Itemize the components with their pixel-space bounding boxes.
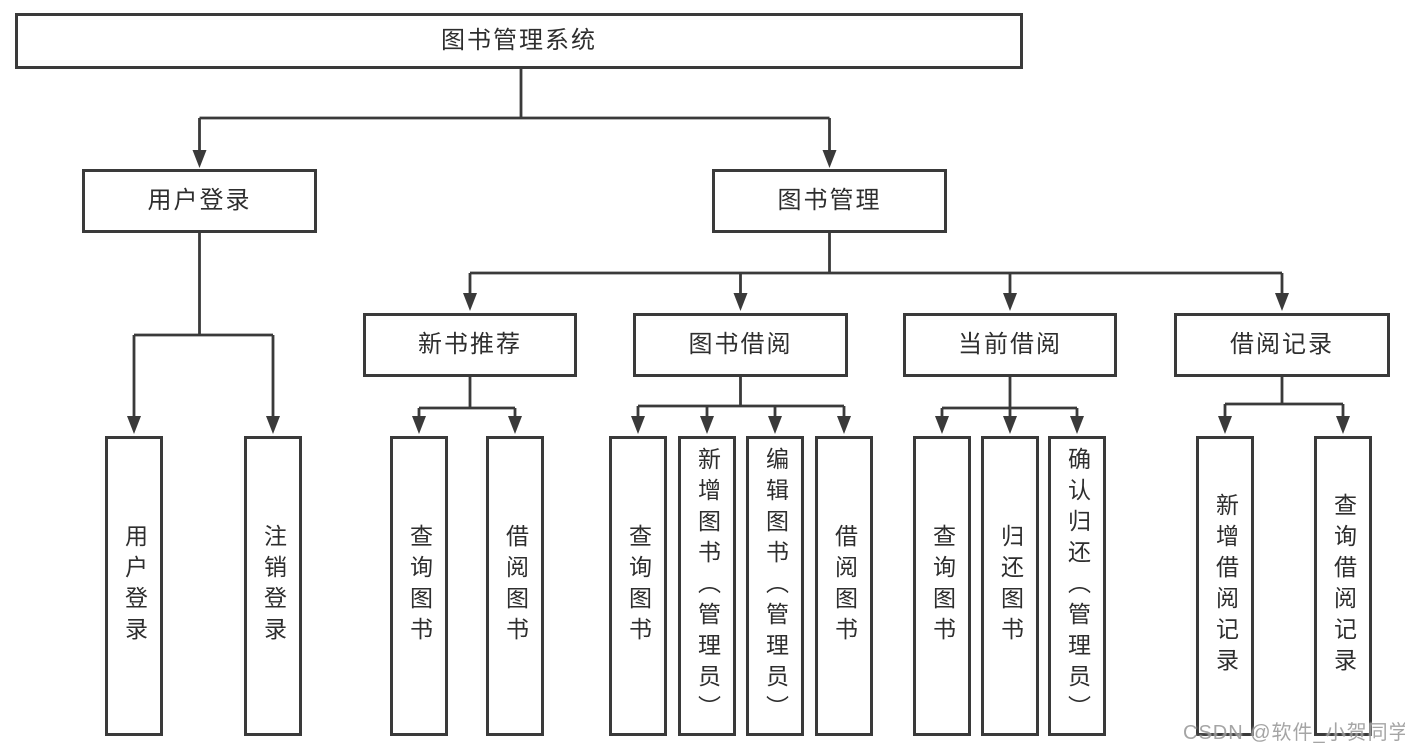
leaf-label: 新增借阅记录 xyxy=(1212,493,1239,679)
leaf-label: 查询图书 xyxy=(625,524,652,648)
arrowheads xyxy=(127,150,1350,434)
node-book-management: 图书管理 xyxy=(712,169,947,233)
leaf-label: 确认归还（管理员） xyxy=(1064,446,1091,726)
node-borrow-records: 借阅记录 xyxy=(1174,313,1390,377)
leaf-query-books-recommend: 查询图书 xyxy=(390,436,448,736)
leaf-add-borrow-record: 新增借阅记录 xyxy=(1196,436,1254,736)
node-label: 图书管理 xyxy=(777,187,882,214)
leaf-logout: 注销登录 xyxy=(244,436,302,736)
leaf-label: 注销登录 xyxy=(260,524,287,648)
node-label: 新书推荐 xyxy=(418,331,522,358)
node-label: 当前借阅 xyxy=(958,331,1062,358)
leaf-query-books-current: 查询图书 xyxy=(913,436,971,736)
leaf-query-borrow-record: 查询借阅记录 xyxy=(1314,436,1372,736)
node-current-borrowing: 当前借阅 xyxy=(903,313,1117,377)
leaf-label: 查询借阅记录 xyxy=(1330,493,1357,679)
leaf-label: 查询图书 xyxy=(929,524,956,648)
leaf-label: 借阅图书 xyxy=(502,524,529,648)
node-root-system: 图书管理系统 xyxy=(15,13,1023,69)
leaf-label: 归还图书 xyxy=(997,524,1024,648)
leaf-label: 借阅图书 xyxy=(831,524,858,648)
leaf-return-book: 归还图书 xyxy=(981,436,1039,736)
node-new-book-recommend: 新书推荐 xyxy=(363,313,577,377)
leaf-label: 查询图书 xyxy=(406,524,433,648)
node-label: 图书借阅 xyxy=(688,331,793,358)
node-label: 图书管理系统 xyxy=(441,27,597,54)
leaf-label: 用户登录 xyxy=(121,524,148,648)
leaf-borrow-books-recommend: 借阅图书 xyxy=(486,436,544,736)
csdn-watermark: CSDN @软件_小贺同学 xyxy=(1183,722,1405,744)
connector-edges xyxy=(132,69,1345,418)
node-user-login: 用户登录 xyxy=(82,169,317,233)
leaf-query-books-borrowing: 查询图书 xyxy=(609,436,667,736)
leaf-confirm-return-admin: 确认归还（管理员） xyxy=(1048,436,1106,736)
node-label: 用户登录 xyxy=(147,187,252,214)
leaf-user-login: 用户登录 xyxy=(105,436,163,736)
leaf-label: 编辑图书（管理员） xyxy=(762,446,789,726)
leaf-add-book-admin: 新增图书（管理员） xyxy=(678,436,736,736)
node-book-borrowing: 图书借阅 xyxy=(633,313,848,377)
node-label: 借阅记录 xyxy=(1230,331,1334,358)
leaf-label: 新增图书（管理员） xyxy=(694,446,721,726)
leaf-edit-book-admin: 编辑图书（管理员） xyxy=(746,436,804,736)
leaf-borrow-books-borrowing: 借阅图书 xyxy=(815,436,873,736)
